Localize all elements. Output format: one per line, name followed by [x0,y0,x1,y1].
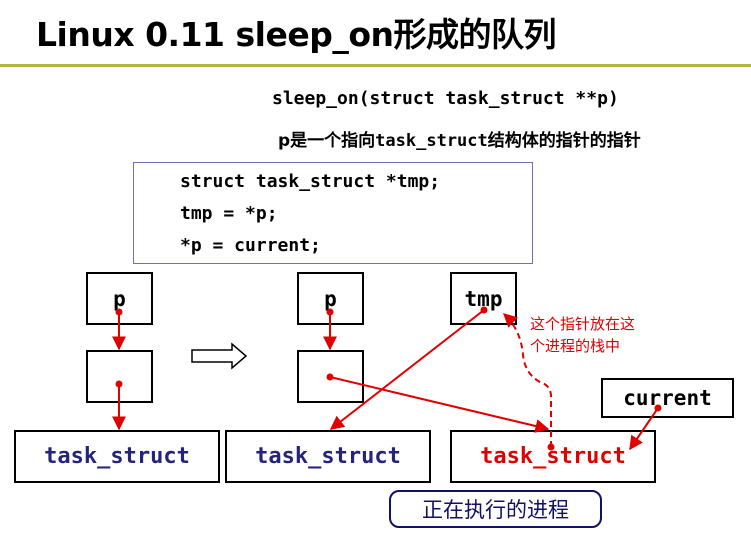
before-task-struct-box: task_struct [14,430,220,483]
stack-note-line: 个进程的栈中 [530,337,621,355]
description-part3: 结构体的指针的指针 [487,131,641,151]
after-p-label: p [324,286,337,311]
slide-title: Linux 0.11 sleep_on形成的队列 [36,15,557,54]
after-pointer-cell [297,350,364,403]
current-label: current [623,386,712,410]
stack-note-line: 这个指针放在这 [530,315,636,333]
callout-label: 正在执行的进程 [422,498,569,522]
description-part2: task_struct [375,131,488,151]
description-part1: p是一个指向 [278,131,376,151]
before-p-box: p [86,272,153,325]
function-signature: sleep_on(struct task_struct **p) [272,88,619,109]
before-p-label: p [113,286,126,311]
transition-arrow-icon [191,342,248,370]
tmp-label: tmp [464,286,503,311]
after-task-struct-box: task_struct [225,430,431,483]
title-divider [0,64,751,67]
before-pointer-cell [86,350,153,403]
after-p-box: p [297,272,364,325]
code-line: struct task_struct *tmp; [180,171,441,192]
after-task-struct-label: task_struct [255,444,401,469]
stack-note: 这个指针放在这 个进程的栈中 [530,313,635,357]
running-process-callout: 正在执行的进程 [389,490,602,528]
code-box: struct task_struct *tmp; tmp = *p; *p = … [133,162,533,264]
code-line: tmp = *p; [180,203,278,224]
tmp-box: tmp [450,272,517,325]
parameter-description: p是一个指向task_struct结构体的指针的指针 [278,126,641,151]
current-box: current [601,378,734,418]
current-task-struct-label: task_struct [480,444,626,469]
before-task-struct-label: task_struct [44,444,190,469]
current-task-struct-box: task_struct [450,430,656,483]
code-line: *p = current; [180,235,321,256]
